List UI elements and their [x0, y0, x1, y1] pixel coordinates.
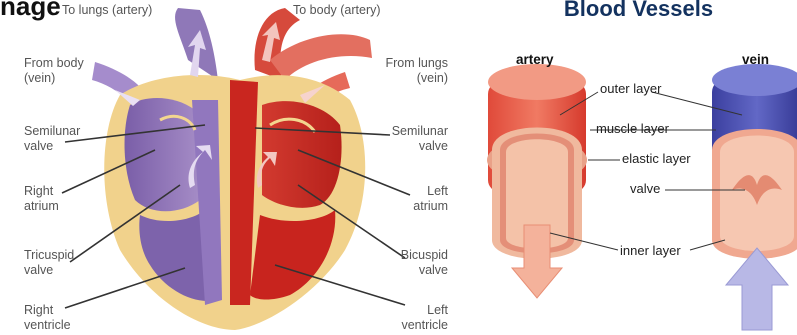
vein-heading: vein [742, 52, 769, 67]
label-elastic-layer: elastic layer [622, 151, 691, 166]
label-inner-layer: inner layer [620, 243, 681, 258]
vessels-title: Blood Vessels [480, 0, 797, 22]
label-to-lungs: To lungs (artery) [62, 3, 152, 18]
label-from-lungs: From lungs(vein) [372, 56, 448, 86]
label-to-body: To body (artery) [293, 3, 381, 18]
page-title-fragment: nage [0, 0, 61, 22]
vessels-illustration [480, 0, 797, 335]
label-valve: valve [630, 181, 660, 196]
heart-illustration [0, 0, 480, 335]
label-muscle-layer: muscle layer [596, 121, 669, 136]
right-atrium-chamber [125, 98, 200, 211]
vein-flow-arrow [726, 248, 788, 330]
artery-heading: artery [516, 52, 554, 67]
aorta-right [270, 34, 372, 80]
left-ventricle-chamber [250, 210, 335, 300]
label-from-body: From body(vein) [24, 56, 84, 86]
label-outer-layer: outer layer [600, 81, 661, 96]
heart-diagram-panel: nage To lungs (artery) To body (artery) … [0, 0, 480, 335]
blood-vessels-panel: Blood Vessels artery vein outer layer mu… [480, 0, 797, 335]
